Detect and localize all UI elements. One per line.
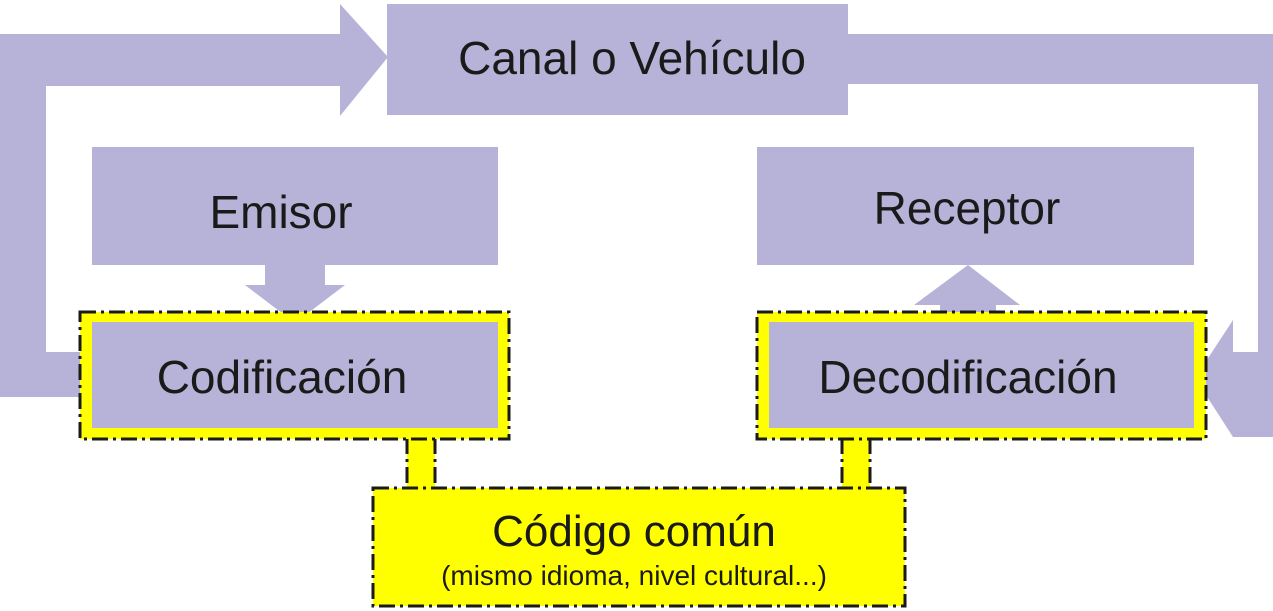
canal-box: [387, 4, 848, 115]
receptor-box: [757, 147, 1194, 265]
codigo-comun-note: (mismo idioma, nivel cultural...): [441, 560, 827, 591]
receptor-up-arrow: [914, 265, 1020, 322]
receptor-label: Receptor: [874, 182, 1061, 234]
codificacion-label: Codificación: [157, 351, 408, 403]
connector-right: [842, 438, 870, 488]
decodificacion-box: [769, 322, 1194, 428]
canal-label: Canal o Vehículo: [458, 32, 806, 84]
codificacion-box: [92, 322, 498, 428]
loop-arrow-right: [840, 34, 1273, 437]
emisor-box: [92, 147, 498, 265]
loop-arrowhead-right: [1195, 320, 1233, 437]
loop-arrow-left: [0, 4, 388, 397]
decodificacion-label: Decodificación: [818, 351, 1117, 403]
emisor-down-arrow: [245, 264, 345, 323]
connector-left: [407, 438, 435, 488]
codigo-comun-label: Código común: [492, 507, 776, 556]
codigo-comun-box: [371, 486, 907, 608]
emisor-label: Emisor: [209, 186, 352, 238]
